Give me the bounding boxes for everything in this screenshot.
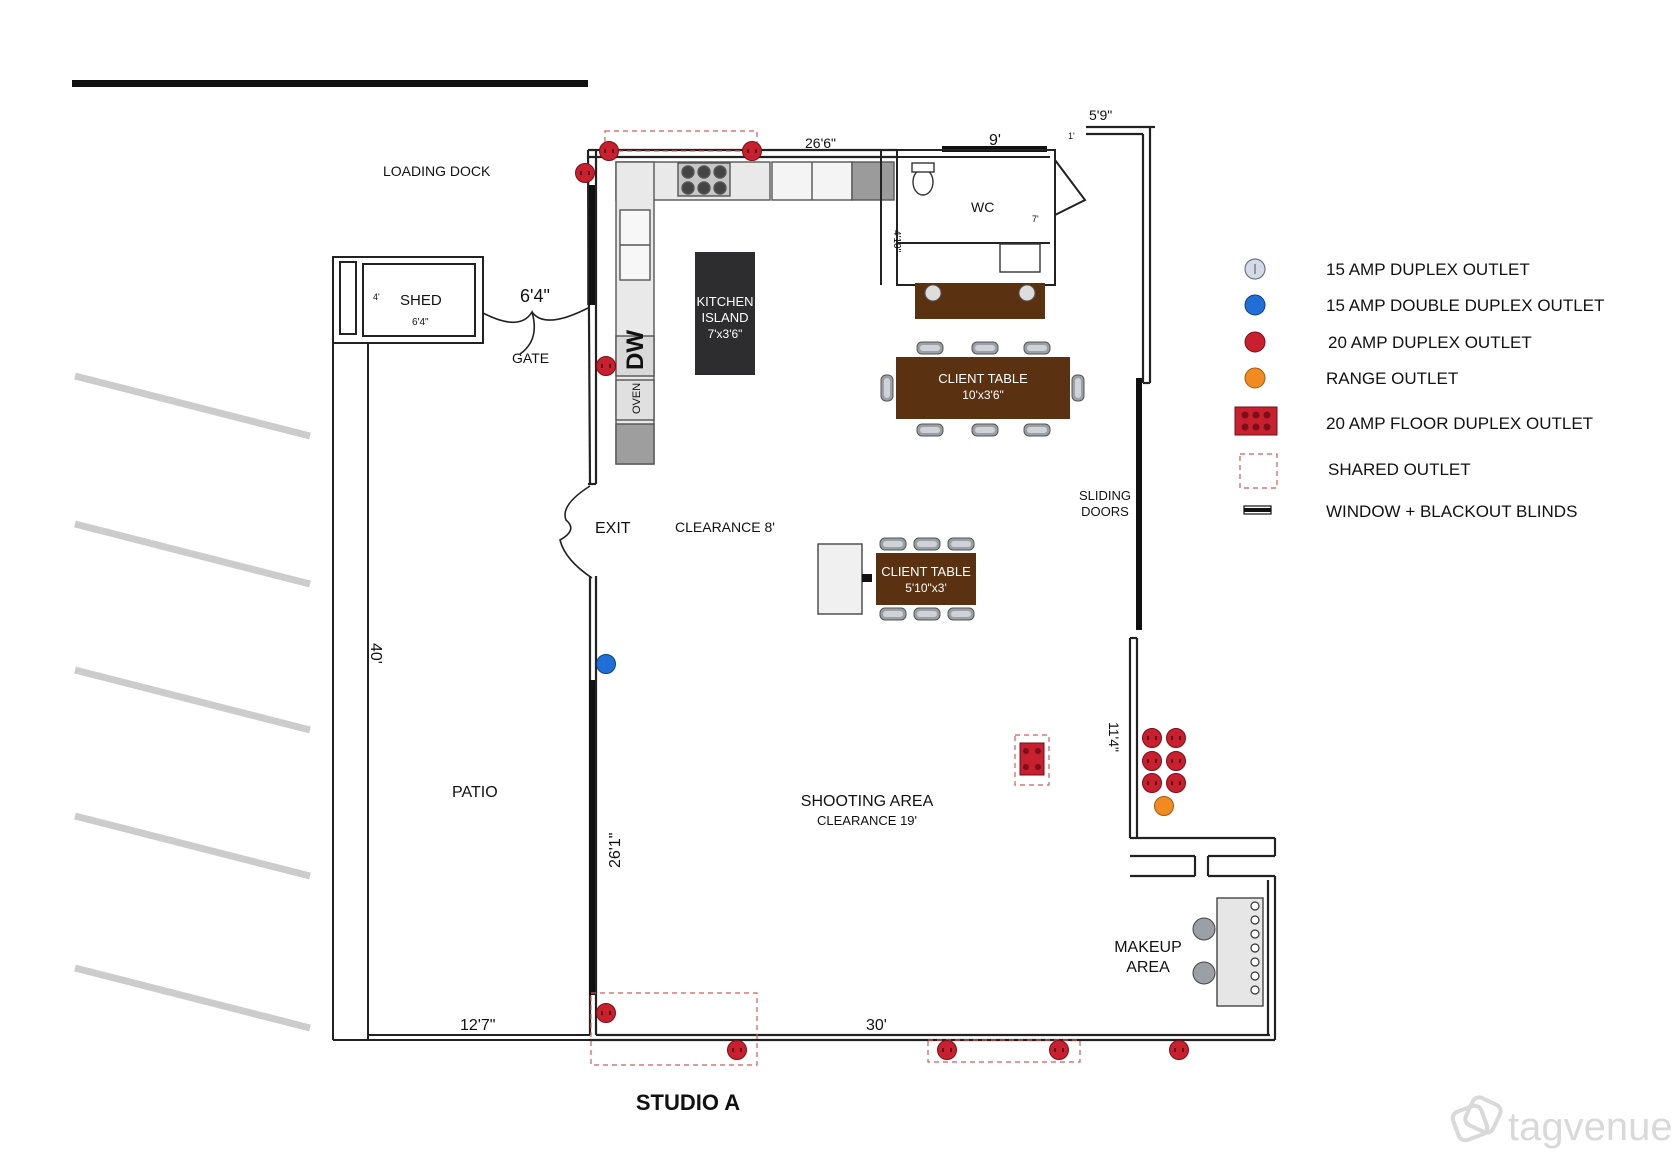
cabinet-connector xyxy=(862,574,872,582)
tagvenue-logo-icon xyxy=(1450,1095,1503,1143)
outlet-15a-double xyxy=(596,654,616,674)
window-blackout-icon xyxy=(1243,505,1272,515)
window-left-upper xyxy=(589,185,595,305)
client-table-large-label: CLIENT TABLE xyxy=(938,371,1028,386)
shared-outlet-icon xyxy=(1239,453,1278,489)
makeup-label-1: MAKEUP xyxy=(1114,939,1182,956)
five-nine-dimension: 5'9" xyxy=(1089,107,1112,123)
oven-label: OVEN xyxy=(631,383,643,414)
parking-stripes xyxy=(74,372,311,1032)
shooting-area-label: SHOOTING AREA xyxy=(801,793,934,810)
client-table-large xyxy=(896,357,1070,419)
gate-label: GATE xyxy=(512,350,549,366)
sliding-doors-label-2: DOORS xyxy=(1081,504,1129,519)
range-outlet-icon xyxy=(1244,367,1266,389)
exit-label: EXIT xyxy=(595,520,631,537)
gate-width-label: 6'4" xyxy=(520,286,550,306)
gate xyxy=(482,170,589,355)
range-outlet xyxy=(1154,796,1174,816)
shared-outlet-zones xyxy=(590,130,1081,1066)
header-bar xyxy=(72,80,588,87)
kitchen-island-label-1: KITCHEN xyxy=(696,294,753,309)
page-title: STUDIO A xyxy=(636,1090,740,1115)
vanity-sink-left xyxy=(924,284,942,302)
forty-ft-dimension: 40' xyxy=(367,643,384,664)
duplex-outlet-15a-icon xyxy=(1244,258,1266,280)
wc-door-dimension: 7' xyxy=(1032,214,1039,224)
kitchen-counters xyxy=(615,161,895,465)
shed-width-label: 6'4" xyxy=(412,317,429,328)
floor-duplex-outlet-icon xyxy=(1234,406,1278,436)
shed-label: SHED xyxy=(400,292,442,309)
duplex-outlet-20a-icon xyxy=(1244,331,1266,353)
side-cabinet xyxy=(817,543,863,615)
exit-door xyxy=(559,485,593,579)
dw-label: DW xyxy=(622,330,649,370)
shed-depth-label: 4' xyxy=(373,292,380,302)
client-table-small xyxy=(876,553,976,605)
patio-label: PATIO xyxy=(452,784,498,801)
window-left-lower xyxy=(589,680,595,995)
top-wall-dimension: 26'6" xyxy=(805,135,836,151)
eleven-four-dimension: 11'4" xyxy=(1106,722,1122,752)
makeup-mirror-lights xyxy=(1250,901,1260,995)
wc-label: WC xyxy=(971,199,994,215)
kitchen-island xyxy=(695,252,755,375)
sliding-doors-blinds xyxy=(1136,378,1142,630)
client-table-small-label: CLIENT TABLE xyxy=(881,564,971,579)
sliding-doors-label-1: SLIDING xyxy=(1079,488,1131,503)
makeup-stool-1 xyxy=(1192,917,1216,941)
clearance-19-label: CLEARANCE 19' xyxy=(817,813,917,828)
wc-fixtures xyxy=(911,162,1041,273)
wc-depth-dimension: 4'10" xyxy=(891,230,902,253)
legend-label-5: 20 AMP FLOOR DUPLEX OUTLET xyxy=(1326,414,1593,433)
legend-label-7: WINDOW + BLACKOUT BLINDS xyxy=(1326,502,1577,521)
kitchen-island-size: 7'x3'6" xyxy=(708,327,743,341)
legend-label-6: SHARED OUTLET xyxy=(1328,460,1471,479)
vanity-sink-right xyxy=(1018,284,1036,302)
legend-label-2: 15 AMP DOUBLE DUPLEX OUTLET xyxy=(1326,296,1604,315)
legend-label-1: 15 AMP DUPLEX OUTLET xyxy=(1326,260,1530,279)
client-table-large-size: 10'x3'6" xyxy=(962,388,1004,402)
loading-dock-label: LOADING DOCK xyxy=(383,163,491,179)
twelve-seven-dimension: 12'7" xyxy=(460,1017,495,1034)
patio-outline xyxy=(332,256,590,1041)
clearance-8-label: CLEARANCE 8' xyxy=(675,519,775,535)
watermark-text: tagvenue xyxy=(1508,1105,1673,1149)
double-duplex-outlet-15a-icon xyxy=(1244,294,1266,316)
thirty-ft-dimension: 30' xyxy=(866,1017,887,1034)
makeup-label-2: AREA xyxy=(1126,959,1170,976)
client-table-small-size: 5'10"x3' xyxy=(905,581,947,595)
watermark: tagvenue xyxy=(1450,1095,1673,1149)
makeup-stool-2 xyxy=(1192,961,1216,985)
twenty-six-one-dimension: 26'1" xyxy=(607,833,624,868)
legend: 15 AMP DUPLEX OUTLET 15 AMP DOUBLE DUPLE… xyxy=(1234,258,1604,521)
floor-outlet xyxy=(1019,742,1045,776)
kitchen-island-label-2: ISLAND xyxy=(702,310,749,325)
nine-ft-dimension: 9' xyxy=(989,132,1001,149)
one-ft-dimension: 1' xyxy=(1068,131,1075,141)
legend-label-3: 20 AMP DUPLEX OUTLET xyxy=(1328,333,1532,352)
legend-label-4: RANGE OUTLET xyxy=(1326,369,1458,388)
